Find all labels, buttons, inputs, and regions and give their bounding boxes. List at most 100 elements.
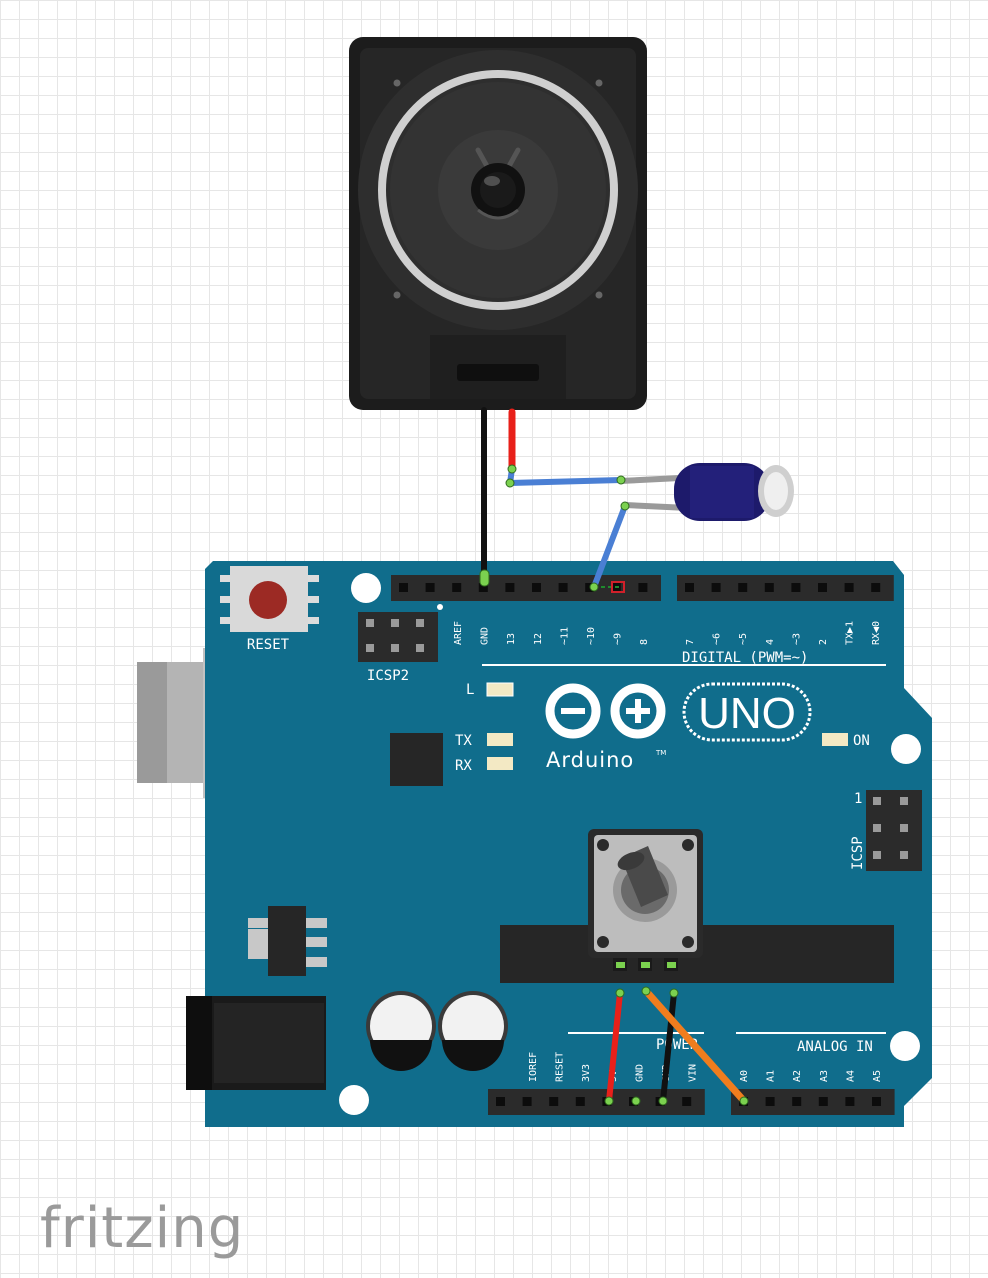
analog-pin-label: A1: [766, 1070, 777, 1082]
svg-text:fritzing: fritzing: [40, 1196, 244, 1261]
icsp-header: [866, 790, 922, 871]
header-pin[interactable]: [845, 1097, 855, 1106]
digital-header-right: [677, 575, 894, 601]
led-tx-label: TX: [455, 733, 472, 749]
led-on: [822, 733, 848, 746]
header-pin[interactable]: [575, 1097, 585, 1106]
led-l-label: L: [466, 682, 474, 698]
icsp2-label: ICSP2: [367, 668, 409, 684]
voltage-regulator: [248, 906, 327, 976]
wire-capacitor-pin9[interactable]: [591, 503, 628, 590]
header-pin[interactable]: [685, 583, 694, 592]
wire-capacitor-speaker[interactable]: [507, 466, 624, 486]
header-pin[interactable]: [638, 583, 648, 592]
analog-pin-label: A5: [872, 1070, 883, 1082]
trademark-label: TM: [655, 749, 666, 757]
pcb-board: [205, 561, 932, 1127]
digital-pin-label: TX▶1: [845, 621, 856, 645]
analog-pin-label: A0: [739, 1070, 750, 1082]
power-pin-label: VIN: [688, 1064, 699, 1082]
header-pin[interactable]: [791, 583, 801, 592]
power-pin-label: 3V3: [581, 1064, 592, 1082]
digital-pin-label: ~11: [559, 627, 570, 645]
header-pin[interactable]: [682, 1097, 692, 1106]
digital-pin-label: 2: [818, 639, 829, 645]
power-pin-label: IOREF: [528, 1052, 539, 1082]
digital-pin-label: RX◀0: [871, 621, 882, 645]
header-pin[interactable]: [425, 583, 435, 592]
board-capacitor: [438, 991, 508, 1071]
capacitor-icon[interactable]: [619, 463, 794, 521]
digital-pin-label: ~6: [712, 633, 723, 645]
power-pin-label: GND: [634, 1064, 645, 1082]
digital-label: DIGITAL (PWM=~): [682, 650, 808, 666]
icsp2-header: [358, 604, 443, 662]
digital-pin-label: ~5: [738, 633, 749, 645]
header-pin[interactable]: [818, 1097, 828, 1106]
analog-header: [731, 1089, 895, 1115]
wire-pot-a0[interactable]: [642, 987, 748, 1105]
header-pin[interactable]: [872, 1097, 881, 1106]
header-pin[interactable]: [549, 1097, 559, 1106]
led-rx-label: RX: [455, 758, 472, 774]
analog-pin-label: A4: [845, 1070, 856, 1082]
digital-header-left: [391, 575, 661, 601]
digital-pin-label: 13: [506, 633, 517, 645]
header-pin[interactable]: [532, 583, 541, 592]
wire-pot-5v[interactable]: [606, 990, 623, 1104]
wire-pot-gnd[interactable]: [660, 990, 677, 1104]
analog-pin-label: A3: [819, 1070, 830, 1082]
led-tx: [487, 733, 513, 746]
digital-pin-label: AREF: [453, 621, 464, 645]
header-pin[interactable]: [792, 1097, 802, 1106]
power-pin-label: RESET: [555, 1052, 566, 1082]
brand-label: Arduino: [546, 748, 634, 772]
digital-pin-label: 7: [685, 639, 696, 645]
header-pin[interactable]: [522, 1097, 532, 1106]
power-header: [488, 1089, 705, 1115]
icsp-pin1-label: 1: [854, 791, 862, 807]
digital-header: [391, 575, 894, 601]
board-capacitor: [366, 991, 436, 1071]
digital-pin-label: 12: [533, 633, 544, 645]
header-pin[interactable]: [738, 583, 748, 592]
header-pin[interactable]: [765, 1097, 775, 1106]
header-pin[interactable]: [844, 583, 854, 592]
wires: [479, 407, 749, 1106]
mounting-hole: [890, 1031, 920, 1061]
header-pin[interactable]: [871, 583, 881, 592]
speaker-icon[interactable]: [349, 37, 647, 410]
potentiometer-icon[interactable]: [588, 829, 703, 971]
digital-pin-label: GND: [480, 627, 491, 645]
digital-pin-label: 4: [765, 639, 776, 645]
reset-button[interactable]: [220, 566, 319, 632]
reset-label: RESET: [247, 637, 290, 653]
fritzing-watermark: fritzing: [40, 1196, 244, 1261]
header-pin[interactable]: [452, 583, 462, 592]
uno-badge: [682, 682, 812, 742]
header-pin[interactable]: [399, 583, 408, 592]
dc-jack: [186, 996, 326, 1090]
led-on-label: ON: [853, 733, 870, 749]
mounting-hole: [891, 734, 921, 764]
header-pin[interactable]: [558, 583, 568, 592]
digital-pin-label: ~9: [613, 633, 624, 645]
header-pin[interactable]: [505, 583, 515, 592]
led-l: [486, 682, 514, 697]
digital-pin-label: ~10: [586, 627, 597, 645]
digital-pin-label: ~3: [791, 633, 802, 645]
header-pin[interactable]: [496, 1097, 505, 1106]
analog-pin-label: A2: [792, 1070, 803, 1082]
header-pin[interactable]: [478, 583, 488, 592]
mounting-hole: [339, 1085, 369, 1115]
header-pin[interactable]: [711, 583, 721, 592]
icsp-label: ICSP: [850, 836, 866, 870]
header-pin[interactable]: [818, 583, 827, 592]
mounting-hole: [351, 573, 381, 603]
header-pin[interactable]: [764, 583, 774, 592]
power-analog-header: [488, 1089, 895, 1115]
usb-chip: [390, 733, 443, 786]
led-rx: [487, 757, 513, 770]
model-label: UNO: [698, 689, 796, 738]
